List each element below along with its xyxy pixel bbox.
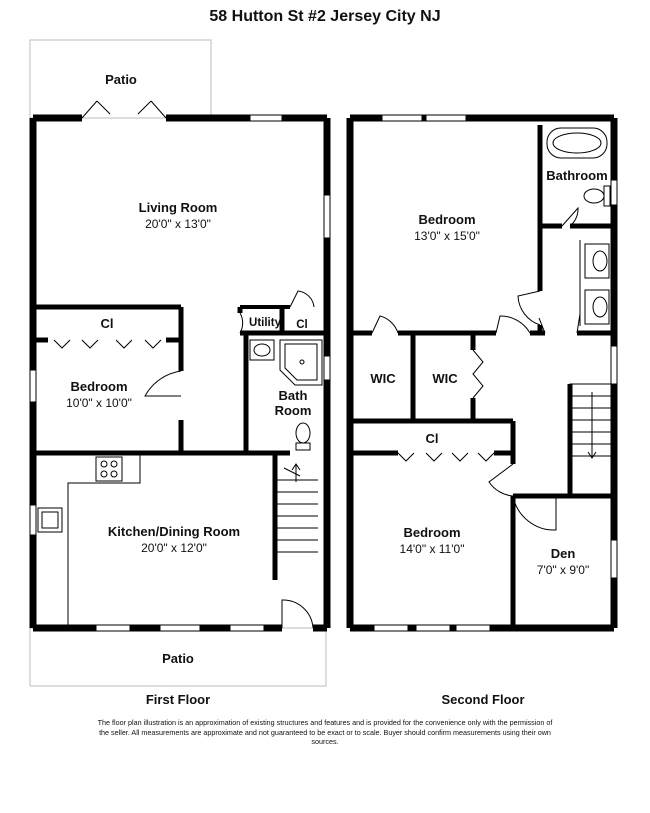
- bathroom-label: Bathroom: [546, 168, 607, 183]
- second-bedroom-dimensions: 14'0" x 11'0": [400, 542, 465, 556]
- closet-bifold-doors: [53, 339, 162, 349]
- wic-left-label: WIC: [370, 371, 396, 386]
- second-floor-bath-fixtures: [546, 127, 611, 326]
- living-room-dimensions: 20'0" x 13'0": [145, 217, 211, 231]
- first-floor-exterior-walls: [29, 114, 331, 632]
- second-closet-label: Cl: [426, 431, 439, 446]
- first-floor-caption: First Floor: [146, 692, 210, 707]
- patio-top-outline: [29, 39, 212, 119]
- den-label: Den: [551, 546, 576, 561]
- living-room-label: Living Room: [139, 200, 218, 215]
- first-floor-stairs: [275, 463, 318, 553]
- wic-right-label: WIC: [432, 371, 458, 386]
- bedroom-label: Bedroom: [70, 379, 127, 394]
- utility-closet-label: Cl: [296, 319, 308, 331]
- kitchen-fixtures: [37, 453, 141, 628]
- patio-top-label: Patio: [105, 72, 137, 87]
- second-floor-plan: Bedroom 13'0" x 15'0" Bathroom WIC WIC C…: [346, 114, 618, 632]
- closet-door: [289, 290, 315, 308]
- kitchen-dining-dimensions: 20'0" x 12'0": [141, 541, 207, 555]
- patio-french-door: [81, 100, 167, 119]
- bath-fixtures: [249, 339, 323, 451]
- first-floor-windows: [29, 114, 331, 632]
- bedroom-dimensions: 10'0" x 10'0": [66, 396, 132, 410]
- den-dimensions: 7'0" x 9'0": [537, 563, 589, 577]
- second-floor-doors: [371, 206, 581, 531]
- bath-room-label-line1: Bath: [279, 388, 308, 403]
- kitchen-dining-label: Kitchen/Dining Room: [108, 524, 240, 539]
- patio-bottom-label: Patio: [162, 651, 194, 666]
- utility-door: [239, 312, 244, 334]
- second-floor-windows: [373, 114, 618, 632]
- second-floor-caption: Second Floor: [441, 692, 524, 707]
- second-floor-stairs: [569, 383, 615, 497]
- utility-label: Utility: [249, 317, 282, 329]
- bath-room-label-line2: Room: [275, 403, 312, 418]
- closet-label: Cl: [101, 316, 114, 331]
- main-bedroom-label: Bedroom: [418, 212, 475, 227]
- second-bedroom-label: Bedroom: [403, 525, 460, 540]
- page-title: 58 Hutton St #2 Jersey City NJ: [209, 8, 441, 25]
- bedroom-door: [144, 370, 182, 397]
- disclaimer-text: The floor plan illustration is an approx…: [97, 718, 553, 746]
- first-floor-plan: Patio Living Room 20'0" x 13'0" Cl Bedro…: [29, 39, 331, 687]
- main-bedroom-dimensions: 13'0" x 15'0": [414, 229, 480, 243]
- entry-door: [281, 599, 314, 629]
- first-floor-interior-walls: [33, 304, 327, 580]
- second-floor-closet-doors: [366, 450, 513, 462]
